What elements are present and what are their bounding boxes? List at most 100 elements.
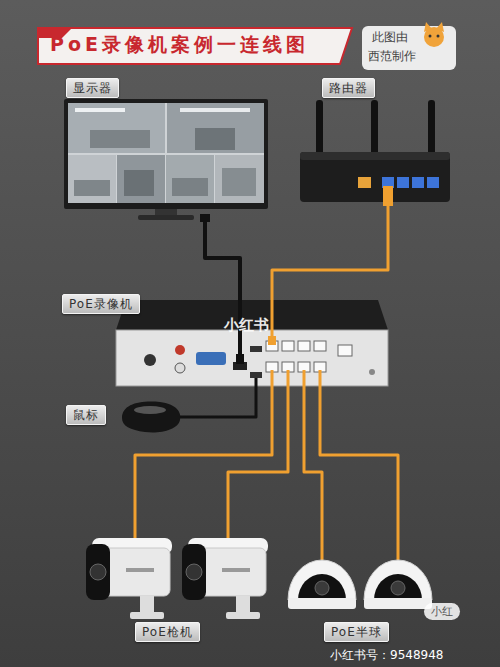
monitor-illustration (64, 99, 268, 209)
monitor-node: 显示器 (62, 76, 270, 222)
title-banner (38, 28, 352, 64)
dome-camera (288, 560, 356, 600)
nvr-illustration (116, 330, 388, 386)
bullet-camera (182, 544, 206, 600)
device-label: PoE录像机 (62, 294, 140, 314)
watermark: 小红书 (224, 316, 269, 334)
dome-camera (374, 574, 422, 600)
cable-plug (268, 336, 276, 345)
dome-camera (315, 581, 329, 595)
cat-icon (429, 35, 432, 38)
device-label: PoE枪机 (135, 622, 200, 642)
dome-camera (364, 560, 432, 600)
router-illustration (427, 177, 439, 188)
camera-group-node: PoE半球 (286, 512, 436, 642)
cable-connector (135, 386, 272, 512)
router-illustration (397, 177, 409, 188)
nvr-illustration (338, 345, 352, 356)
device-label: 路由器 (322, 78, 375, 98)
cat-icon (437, 35, 440, 38)
router-illustration (371, 100, 378, 158)
watermark-badge: 小红 (424, 603, 460, 620)
router-illustration (383, 186, 393, 206)
nvr-illustration (175, 345, 185, 355)
cable-plug (255, 378, 258, 386)
bullet-camera (182, 538, 268, 619)
bullet-camera (126, 568, 154, 572)
cable-plug (227, 512, 230, 540)
cable-connector (304, 386, 322, 512)
bullet-camera (226, 612, 260, 619)
bullet-camera (86, 544, 110, 600)
monitor-illustration (215, 155, 264, 203)
monitor-illustration (68, 103, 165, 153)
author-note: 此图由 (372, 30, 408, 44)
dome-camera (391, 581, 405, 595)
monitor-illustration (222, 168, 256, 196)
cable-plug (287, 370, 290, 386)
router-illustration (428, 100, 435, 158)
bullet-camera (86, 538, 172, 619)
cable-plug (271, 292, 274, 343)
cable-connector (320, 386, 398, 512)
bullet-camera (186, 564, 202, 580)
nvr-illustration (116, 300, 388, 386)
nvr-illustration (144, 354, 156, 366)
monitor-illustration (90, 130, 150, 148)
bullet-camera (236, 596, 250, 614)
router-illustration (316, 100, 323, 158)
cable-plug (319, 370, 322, 386)
cable-plug (303, 370, 306, 386)
mouse-illustration (122, 402, 180, 433)
nvr-illustration (282, 341, 294, 351)
nvr-node: PoE录像机 (60, 292, 388, 386)
dome-camera (298, 574, 346, 600)
cable-plug (134, 512, 137, 540)
dome-camera (364, 598, 432, 609)
device-label: 鼠标 (66, 405, 106, 425)
bullet-camera (222, 568, 250, 572)
router-illustration (300, 100, 450, 206)
nvr-illustration (369, 369, 375, 375)
nvr-illustration (250, 372, 262, 378)
author-note: 西范制作 (368, 49, 416, 63)
nvr-illustration (314, 341, 326, 351)
bullet-camera (90, 564, 106, 580)
device-label: 显示器 (66, 78, 119, 98)
router-node: 路由器 (296, 76, 454, 206)
dome-camera (288, 598, 356, 609)
watermark: 小红书号：9548948 (330, 648, 443, 662)
nvr-illustration (196, 352, 226, 365)
monitor-illustration (117, 155, 165, 203)
cable-connector (272, 206, 388, 292)
monitor-illustration (68, 103, 264, 203)
router-illustration (300, 152, 450, 202)
router-illustration (358, 177, 371, 188)
cable-plug (397, 512, 400, 560)
title-banner (38, 28, 352, 64)
cat-icon (424, 27, 444, 47)
monitor-illustration (166, 155, 214, 203)
cable-connector (205, 222, 240, 292)
nvr-illustration (175, 363, 185, 373)
monitor-illustration (124, 170, 154, 196)
router-illustration (412, 177, 424, 188)
router-illustration (300, 152, 450, 160)
diagram-title: PoE录像机案例一连线图 (50, 33, 309, 56)
cable-plug (321, 512, 324, 560)
cable-plug (236, 354, 244, 364)
monitor-illustration (155, 209, 177, 215)
monitor-illustration (200, 214, 210, 222)
monitor-illustration (172, 178, 208, 196)
mouse-illustration (122, 402, 180, 433)
monitor-illustration (138, 215, 194, 220)
cable-connector (182, 386, 256, 417)
monitor-illustration (75, 108, 125, 112)
cable-connector (228, 386, 288, 512)
mouse-node: 鼠标 (64, 400, 182, 434)
bullet-camera (140, 596, 154, 614)
monitor-illustration (68, 155, 116, 203)
